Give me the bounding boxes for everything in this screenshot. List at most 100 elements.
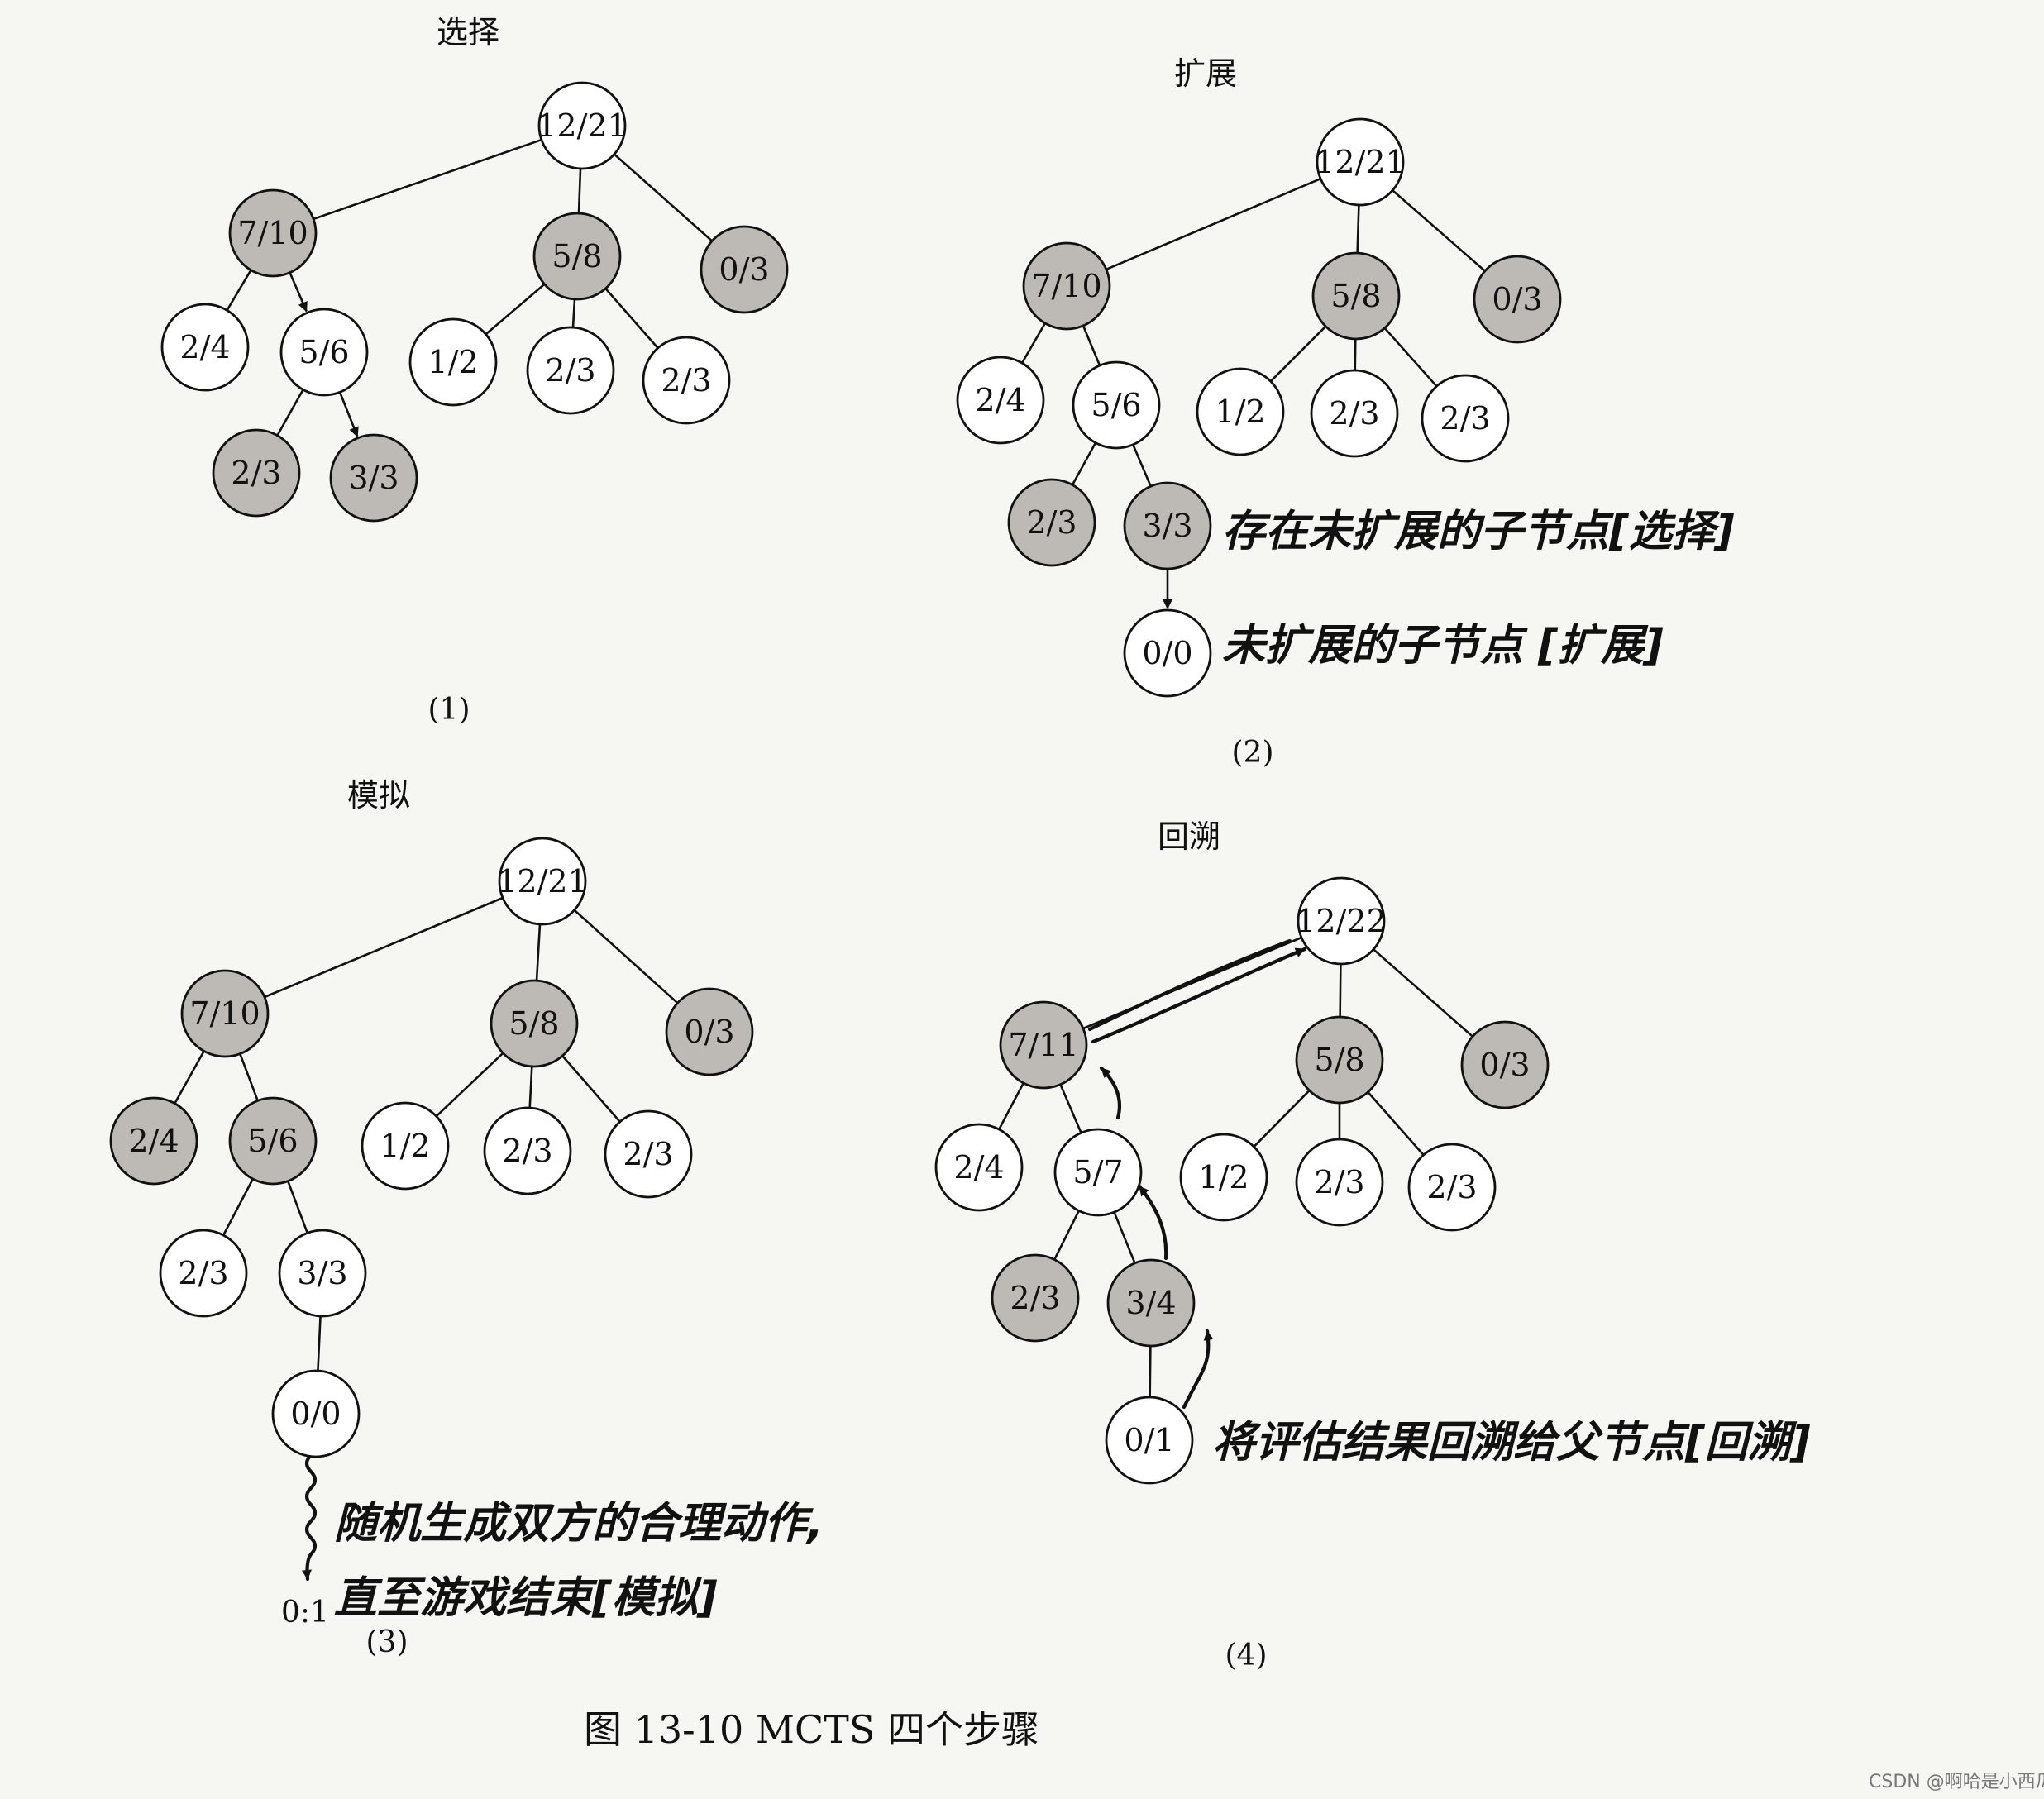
- tree-node-root: 12/21: [1315, 117, 1406, 207]
- edge-a-a1: [226, 270, 252, 311]
- tree-node-a1: 2/4: [160, 303, 250, 392]
- panel-3-edges: [174, 896, 679, 1372]
- node-label: 7/10: [189, 995, 260, 1032]
- tree-node-b2: 2/3: [526, 326, 615, 415]
- node-label: 2/3: [661, 362, 711, 398]
- edge-root-b: [535, 923, 542, 981]
- tree-node-new: 0/0: [1123, 608, 1212, 698]
- node-circle: [999, 1000, 1088, 1090]
- edge-root-b: [1339, 963, 1342, 1018]
- edge-b-b1: [435, 1052, 504, 1118]
- tree-node-root: 12/22: [1296, 876, 1387, 966]
- node-label: 0/3: [684, 1014, 734, 1050]
- tree-node-b2: 2/3: [1295, 1138, 1384, 1227]
- node-label: 12/22: [1296, 903, 1387, 939]
- node-label: 0/0: [290, 1396, 341, 1432]
- node-circle: [1311, 251, 1401, 341]
- node-circle: [483, 1106, 572, 1195]
- edge-a-a2: [239, 1053, 259, 1101]
- node-label: 0/3: [1492, 281, 1542, 317]
- tree-node-c: 0/3: [1473, 255, 1562, 344]
- edge-a2-a2a: [276, 389, 304, 437]
- node-label: 1/2: [1215, 394, 1265, 430]
- simulation-result: 0:1: [281, 1596, 329, 1630]
- node-label: 2/4: [179, 329, 230, 365]
- node-circle: [642, 336, 731, 425]
- tree-node-c: 0/3: [665, 987, 754, 1076]
- node-label: 2/3: [1426, 1169, 1477, 1205]
- edge-b-b1: [485, 283, 546, 336]
- backprop-arrow-a: [1099, 1066, 1122, 1120]
- node-circle: [1460, 1020, 1550, 1109]
- node-label: 2/4: [128, 1123, 179, 1159]
- tree-node-b3: 2/3: [1407, 1143, 1497, 1232]
- node-circle: [271, 1369, 361, 1458]
- node-circle: [1072, 360, 1161, 450]
- node-label: 0/3: [1479, 1047, 1530, 1083]
- node-circle: [1295, 1138, 1384, 1227]
- node-label: 1/2: [1198, 1159, 1249, 1195]
- edge-root-a: [1106, 178, 1321, 270]
- node-label: 0/1: [1124, 1422, 1174, 1458]
- node-label: 5/8: [1330, 278, 1381, 314]
- edge-a2-a2b: [1113, 1211, 1136, 1264]
- tree-node-a1: 2/4: [956, 356, 1045, 445]
- node-circle: [1105, 1396, 1194, 1485]
- node-circle: [498, 837, 587, 926]
- node-circle: [228, 188, 318, 278]
- tree-node-a2a: 2/3: [159, 1229, 248, 1318]
- node-label: 3/3: [297, 1255, 347, 1291]
- node-circle: [1106, 1258, 1196, 1348]
- node-label: 2/3: [545, 352, 595, 389]
- node-label: 2/3: [623, 1136, 673, 1172]
- edge-b-b3: [1383, 327, 1438, 388]
- tree-node-a: 7/10: [228, 188, 318, 278]
- panel-2-edges: [1020, 178, 1486, 609]
- node-label: 1/2: [380, 1128, 430, 1164]
- tree-node-a2b: 3/3: [278, 1229, 367, 1318]
- edge-b-b2: [528, 1066, 533, 1109]
- node-label: 3/3: [1142, 508, 1192, 544]
- node-circle: [1421, 374, 1510, 463]
- tree-node-b1: 1/2: [408, 317, 498, 407]
- node-circle: [1179, 1133, 1268, 1222]
- tree-node-a: 7/11: [999, 1000, 1088, 1090]
- edge-root-c: [1392, 189, 1486, 272]
- note-backprop: 将评估结果回溯给父节点[回溯]: [1212, 1418, 1811, 1467]
- node-circle: [1297, 876, 1386, 966]
- node-circle: [278, 1229, 367, 1318]
- tree-node-b: 5/8: [1311, 251, 1401, 341]
- backprop-arrow-root: [1091, 947, 1307, 1044]
- panel-1-caption: (1): [428, 693, 470, 727]
- node-label: 2/3: [1440, 400, 1490, 437]
- edge-root-b: [1356, 204, 1360, 254]
- backprop-arrow-a2: [1137, 1184, 1168, 1261]
- node-circle: [526, 326, 615, 415]
- edge-b-b2: [571, 298, 576, 328]
- edge-a2b-new: [1149, 1345, 1152, 1398]
- tree-node-a2: 5/7: [1053, 1128, 1143, 1217]
- tree-node-b3: 2/3: [642, 336, 731, 425]
- node-label: 3/3: [348, 460, 399, 496]
- tree-node-a2b: 3/4: [1106, 1258, 1196, 1348]
- tree-node-c: 0/3: [700, 225, 789, 314]
- node-circle: [1473, 255, 1562, 344]
- node-label: 2/3: [502, 1133, 552, 1169]
- tree-node-b1: 1/2: [1196, 367, 1285, 456]
- node-label: 12/21: [497, 863, 588, 900]
- tree-node-a2a: 2/3: [212, 428, 301, 518]
- node-circle: [934, 1123, 1024, 1212]
- node-label: 5/8: [552, 238, 602, 274]
- edge-a-a1: [998, 1082, 1024, 1130]
- node-circle: [1196, 367, 1285, 456]
- edge-a2b-new: [317, 1315, 322, 1372]
- node-circle: [490, 979, 579, 1068]
- node-circle: [665, 987, 754, 1076]
- panel-3-title: 模拟: [347, 777, 410, 814]
- edge-a2-a2a: [222, 1178, 254, 1236]
- tree-node-new: 0/1: [1105, 1396, 1194, 1485]
- node-label: 5/6: [1091, 387, 1141, 423]
- tree-node-a: 7/10: [1022, 241, 1111, 331]
- node-label: 3/4: [1125, 1285, 1176, 1321]
